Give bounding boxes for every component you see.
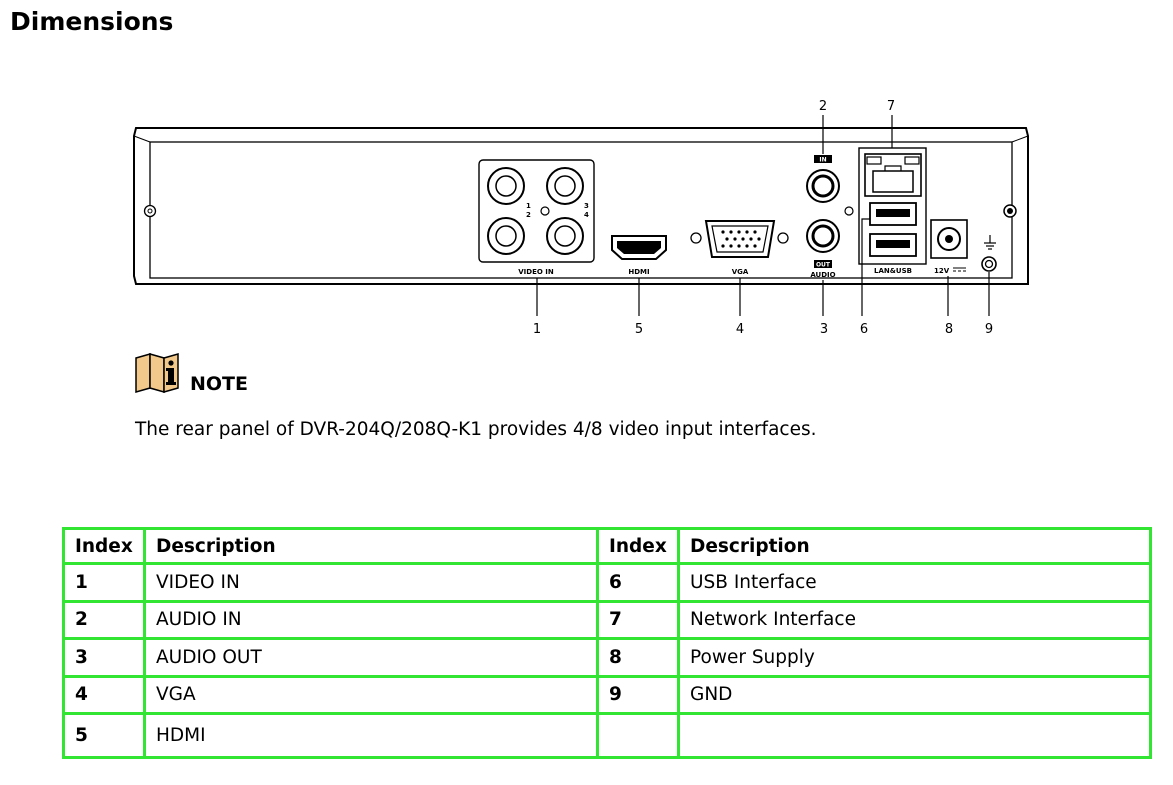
callout-number: 9 <box>985 322 993 337</box>
callout-number: 6 <box>860 322 868 337</box>
index-cell: 5 <box>62 712 146 759</box>
video-channel-label: 3 <box>584 202 589 210</box>
description-cell: HDMI <box>143 712 599 759</box>
callout-number: 3 <box>820 322 828 337</box>
note-info-icon <box>135 353 179 393</box>
callout-number: 5 <box>635 322 643 337</box>
callout-number: 1 <box>533 322 541 337</box>
video-channel-label: 1 <box>526 202 531 210</box>
ground-icon <box>984 235 996 250</box>
table-row: 5 HDMI <box>62 712 1152 759</box>
leader-lines <box>536 115 990 316</box>
table-row: 1 VIDEO IN 6 USB Interface <box>62 562 1152 603</box>
index-cell: 8 <box>596 637 680 678</box>
network-port <box>864 153 922 197</box>
usb-port <box>869 233 917 257</box>
table-row: 2 AUDIO IN 7 Network Interface <box>62 599 1152 641</box>
vga-label: VGA <box>732 268 749 276</box>
lan-usb-label: LAN&USB <box>874 267 912 275</box>
column-header: Description <box>143 526 599 566</box>
table-header-row: Index Description Index Description <box>62 526 1152 566</box>
index-cell: 6 <box>596 562 680 603</box>
callout-number: 8 <box>945 322 953 337</box>
power-port: 12V <box>930 219 968 275</box>
column-header: Description <box>677 526 1152 566</box>
index-cell: 7 <box>596 599 680 641</box>
lan-usb-ports: LAN&USB <box>858 147 927 275</box>
index-cell: 9 <box>596 674 680 716</box>
note-label: NOTE <box>190 373 248 395</box>
callout-number: 4 <box>736 322 744 337</box>
description-cell <box>677 712 1152 759</box>
video-channel-label: 2 <box>526 211 531 219</box>
description-cell: Network Interface <box>677 599 1152 641</box>
note-text: The rear panel of DVR-204Q/208Q-K1 provi… <box>135 419 817 440</box>
bnc-connector <box>487 167 525 205</box>
page-title: Dimensions <box>10 7 174 36</box>
audio-out-label: OUT <box>816 262 831 269</box>
gnd-terminal <box>981 235 997 272</box>
description-cell: AUDIO OUT <box>143 637 599 678</box>
video-in-label: VIDEO IN <box>518 268 554 276</box>
description-cell: VGA <box>143 674 599 716</box>
bnc-connector <box>487 217 525 255</box>
description-cell: AUDIO IN <box>143 599 599 641</box>
audio-label: AUDIO <box>810 271 835 279</box>
callout-number: 2 <box>819 99 827 114</box>
index-cell: 1 <box>62 562 146 603</box>
description-cell: Power Supply <box>677 637 1152 678</box>
chassis <box>133 127 1029 285</box>
index-table: Index Description Index Description 1 VI… <box>62 526 1152 759</box>
table-row: 3 AUDIO OUT 8 Power Supply <box>62 637 1152 678</box>
description-cell: VIDEO IN <box>143 562 599 603</box>
description-cell: USB Interface <box>677 562 1152 603</box>
table-row: 4 VGA 9 GND <box>62 674 1152 716</box>
usb-port <box>869 202 917 226</box>
vga-port: VGA <box>690 220 789 276</box>
index-cell: 4 <box>62 674 146 716</box>
audio-in-label: IN <box>819 157 826 164</box>
bnc-connector <box>546 217 584 255</box>
hdmi-port: HDMI <box>611 235 667 276</box>
hdmi-label: HDMI <box>628 268 649 276</box>
description-cell: GND <box>677 674 1152 716</box>
rear-panel-diagram: 1 2 3 4 VIDEO IN HDMI VGA IN OUT AUDIO <box>133 99 1029 337</box>
column-header: Index <box>596 526 680 566</box>
callout-number: 7 <box>887 99 895 114</box>
video-channel-label: 4 <box>584 211 589 219</box>
video-in-port: 1 2 3 4 VIDEO IN <box>478 159 595 276</box>
index-cell: 2 <box>62 599 146 641</box>
index-cell: 3 <box>62 637 146 678</box>
audio-ports: IN OUT AUDIO <box>806 155 854 279</box>
power-label: 12V <box>934 267 950 275</box>
bnc-connector <box>546 167 584 205</box>
index-cell <box>596 712 680 759</box>
column-header: Index <box>62 526 146 566</box>
